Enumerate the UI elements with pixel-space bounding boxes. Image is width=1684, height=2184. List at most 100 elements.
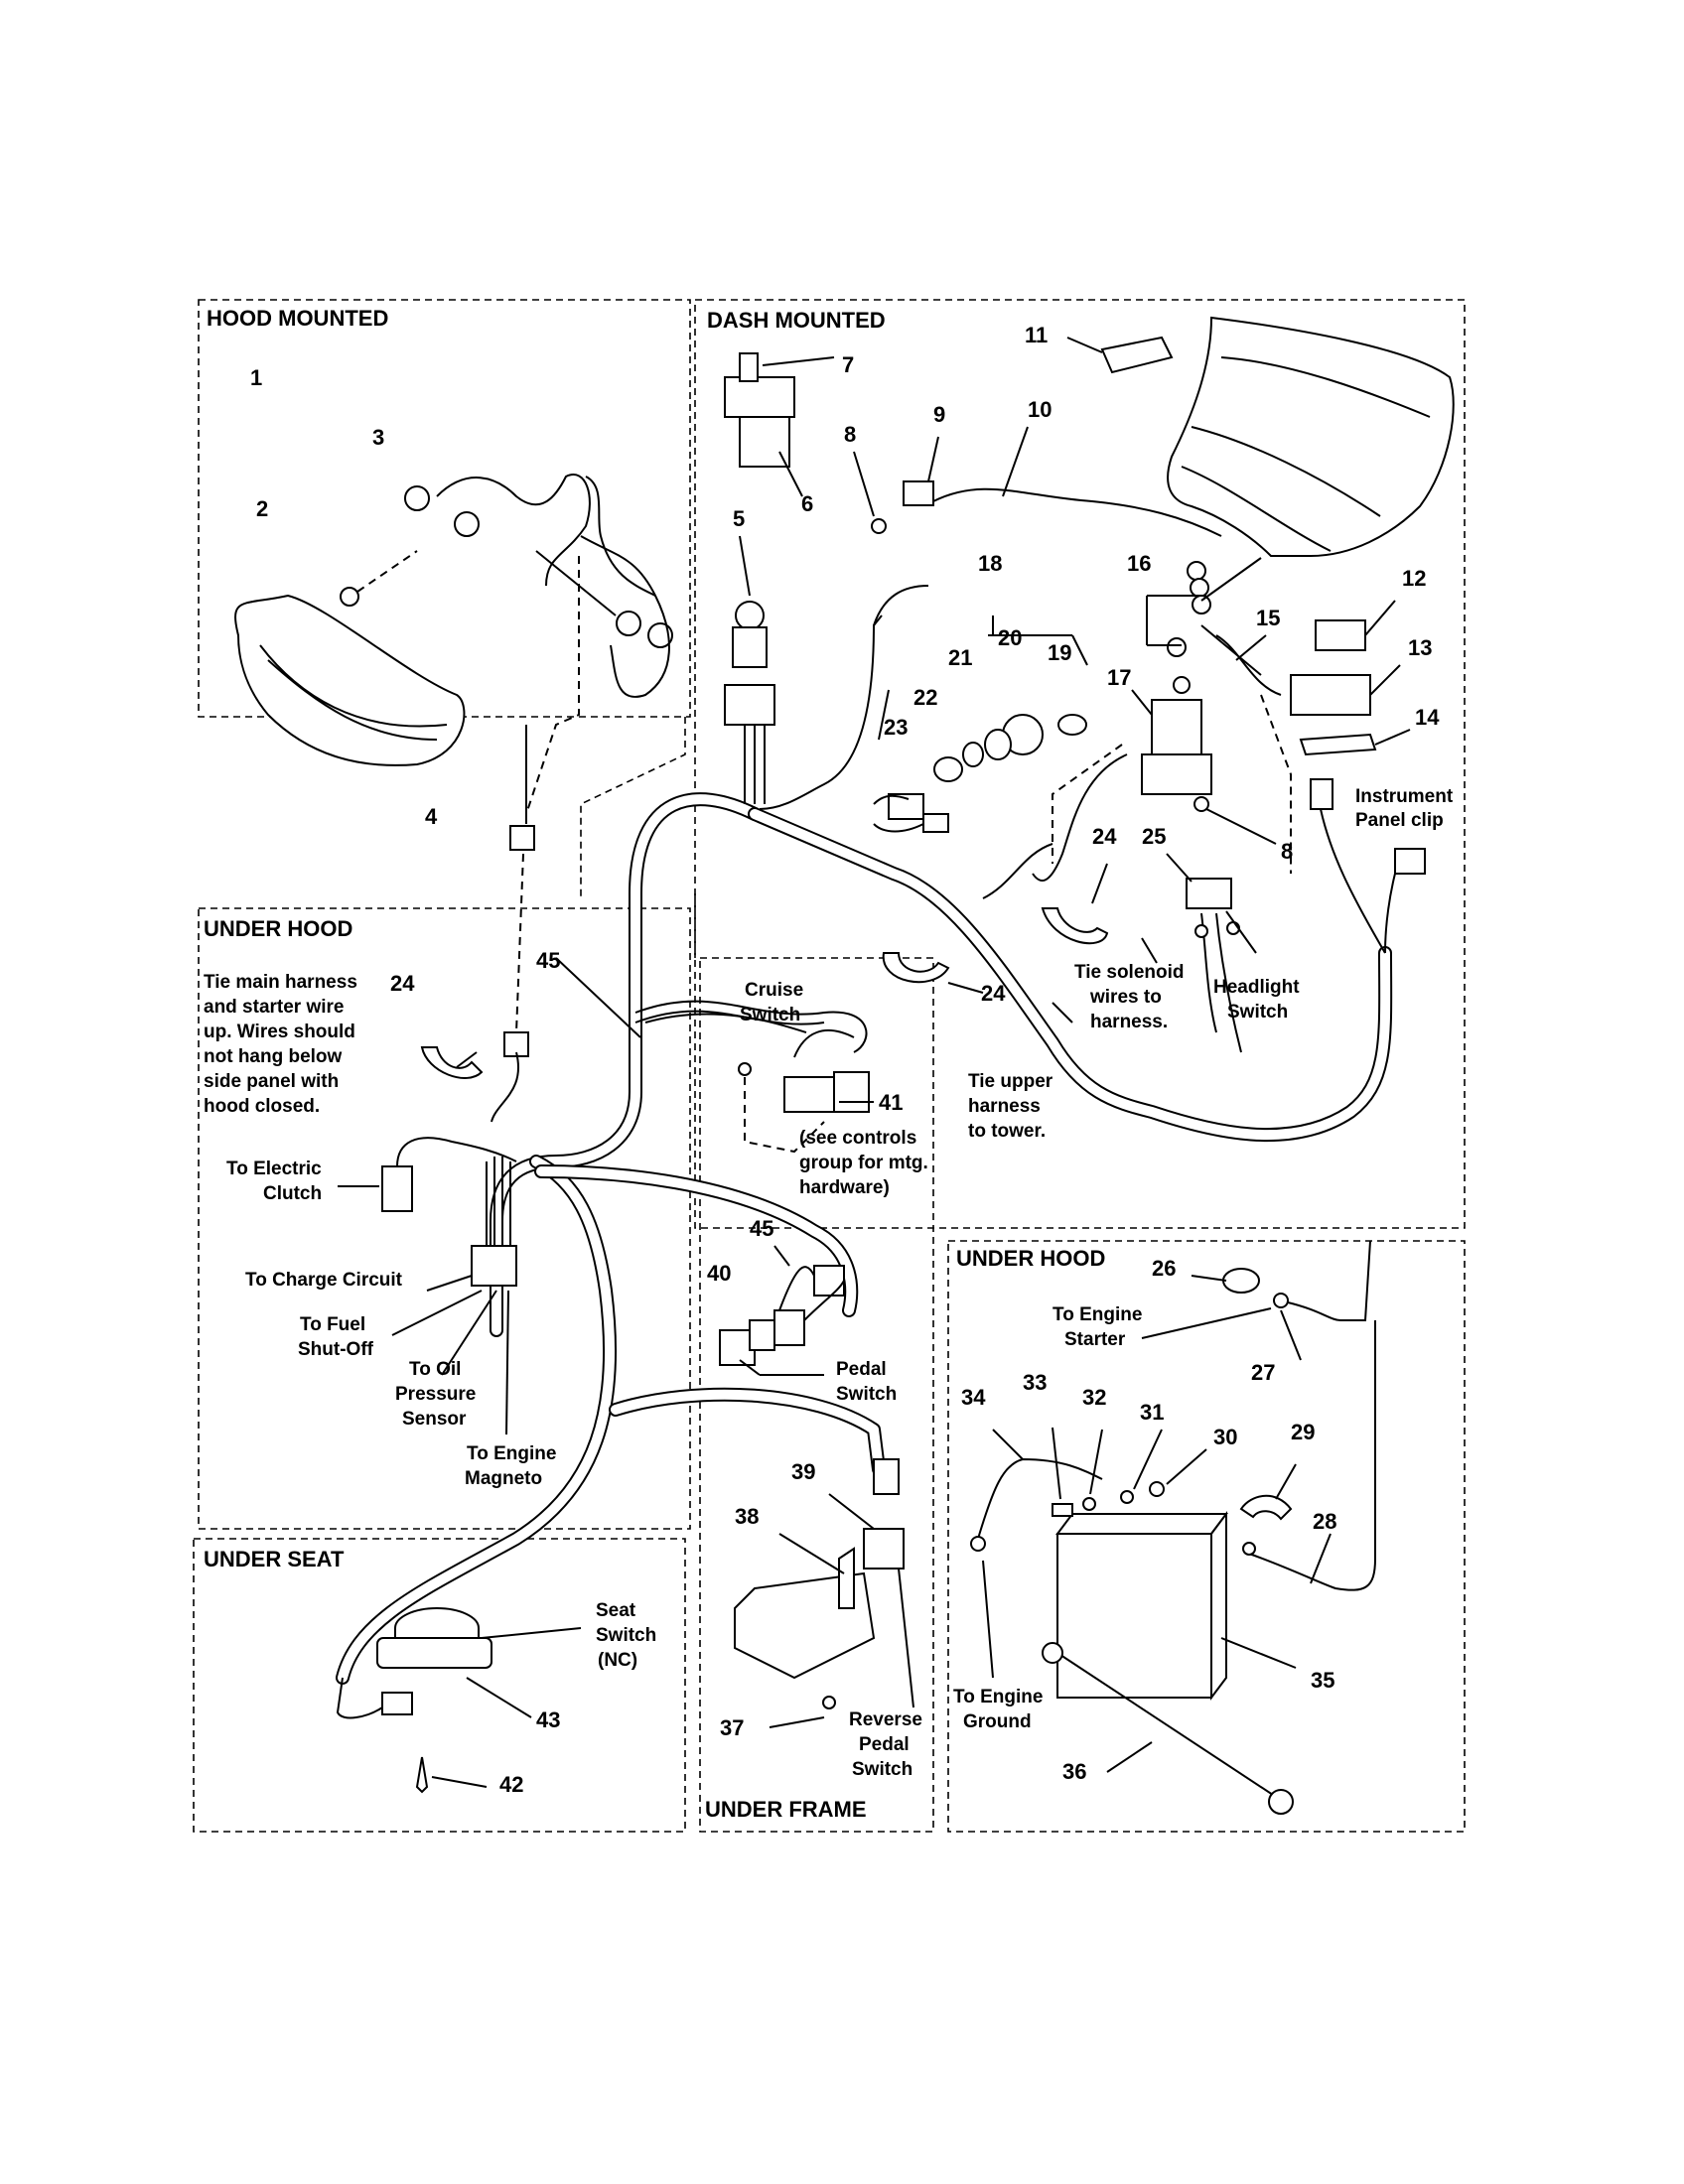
callout-15: 15 [1256,606,1280,630]
note-engine-magneto-1: To Engine [467,1443,556,1464]
section-title-under-hood-left: UNDER HOOD [204,916,352,941]
nut-30 [1149,1481,1165,1497]
callout-45: 45 [750,1216,773,1241]
callout-42: 42 [499,1772,523,1797]
charge-connector [471,1245,517,1287]
bracket-38 [838,1547,855,1609]
key-19 [1057,714,1087,736]
note-tie-main-5: side panel with [204,1071,339,1092]
callout-4: 4 [425,804,438,829]
callout-38: 38 [735,1504,759,1529]
ground-terminal [970,1536,986,1552]
bulb-socket-d [647,622,673,648]
bulb-socket-c [616,611,641,636]
box-under-hood-left [198,907,691,1530]
note-tie-solenoid-1: Tie solenoid [1074,962,1185,983]
rod-end-b [1268,1789,1294,1815]
tie-24b [882,952,950,984]
callout-19: 19 [1048,640,1071,665]
note-instrument-panel-clip-2: Panel clip [1355,810,1444,831]
bolt-33 [1052,1503,1073,1517]
cruise-switch-41 [783,1076,835,1113]
bulb-socket-b [454,511,480,537]
washer-21 [984,729,1012,760]
callout-20: 20 [998,625,1022,650]
callout-30: 30 [1213,1425,1237,1449]
note-engine-starter-2: Starter [1064,1329,1126,1350]
callout-8: 8 [844,422,856,447]
section-title-dash-mounted: DASH MOUNTED [707,308,886,333]
callout-16: 16 [1127,551,1151,576]
divider-1 [580,717,686,898]
note-seat-switch-2: Switch [596,1625,656,1646]
note-oil-pressure-3: Sensor [402,1409,467,1430]
clutch-connector [381,1165,413,1212]
note-tie-main-2: and starter wire [204,997,345,1018]
callout-24c: 24 [390,971,415,996]
under-hood-left-parts [338,957,641,1435]
note-seat-switch-1: Seat [596,1600,636,1621]
callout-24a: 24 [1092,824,1117,849]
callout-numbers: 1 2 3 4 5 6 7 8 9 10 11 12 13 14 15 16 1… [250,323,1440,1797]
connector-45b [813,1265,845,1297]
callout-1: 1 [250,365,262,390]
note-seat-switch-3: (NC) [598,1650,637,1671]
connector-4 [509,825,535,851]
nut-31 [1120,1490,1134,1504]
note-see-controls-1: (see controls [799,1128,916,1149]
callout-40: 40 [707,1261,731,1286]
callout-18: 18 [978,551,1002,576]
headlight-switch-terminal-a [1194,924,1208,938]
note-instrument-panel-clip-1: Instrument [1355,786,1454,807]
note-see-controls-2: group for mtg. [799,1153,928,1173]
note-engine-starter-1: To Engine [1052,1304,1142,1325]
note-tie-solenoid-2: wires to [1089,987,1162,1008]
callout-13: 13 [1408,635,1432,660]
callout-33: 33 [1023,1370,1047,1395]
reverse-switch-39 [863,1528,905,1570]
dash-parts [724,316,1455,1053]
callout-37: 37 [720,1715,744,1740]
part-11 [1100,336,1174,374]
seat-connector [381,1692,413,1715]
section-title-hood-mounted: HOOD MOUNTED [207,306,388,331]
note-headlight-switch-2: Switch [1227,1002,1288,1023]
callout-11: 11 [1025,323,1048,347]
boot-29 [1239,1494,1293,1521]
headlight-housing [234,594,466,766]
battery-35 [1056,1533,1212,1699]
note-headlight-switch-1: Headlight [1213,977,1300,998]
solenoid-base [1141,753,1212,795]
callout-2: 2 [256,496,268,521]
note-tie-upper-1: Tie upper [968,1071,1053,1092]
headlight-assembly [234,474,673,1057]
box-dash-mounted [694,299,1466,1229]
nut-16b [1190,578,1209,598]
section-title-under-hood-right: UNDER HOOD [956,1246,1105,1271]
callout-17: 17 [1107,665,1131,690]
callout-28: 28 [1313,1509,1336,1534]
box-hood-mounted [198,299,691,718]
note-cruise-switch-2: Switch [740,1005,800,1025]
terminal-28 [1242,1542,1256,1556]
note-reverse-pedal-1: Reverse [849,1709,922,1730]
callout-35: 35 [1311,1668,1334,1693]
note-electric-clutch-1: To Electric [226,1159,322,1179]
note-tie-upper-3: to tower. [968,1121,1046,1142]
callout-31: 31 [1140,1400,1164,1425]
note-tie-upper-2: harness [968,1096,1041,1117]
notes: Instrument Panel clip Tie solenoid wires… [204,786,1454,1780]
box-under-seat [193,1538,686,1833]
callout-6: 6 [801,491,813,516]
nut-16c [1192,595,1211,614]
pto-knob-5 [735,601,765,630]
note-engine-ground-2: Ground [963,1711,1032,1732]
callout-10: 10 [1028,397,1052,422]
callout-26: 26 [1152,1256,1176,1281]
note-cruise-switch-1: Cruise [745,980,803,1001]
callout-23: 23 [884,715,908,740]
bulb-2 [340,587,359,607]
callout-27: 27 [1251,1360,1275,1385]
callout-34: 34 [961,1385,986,1410]
